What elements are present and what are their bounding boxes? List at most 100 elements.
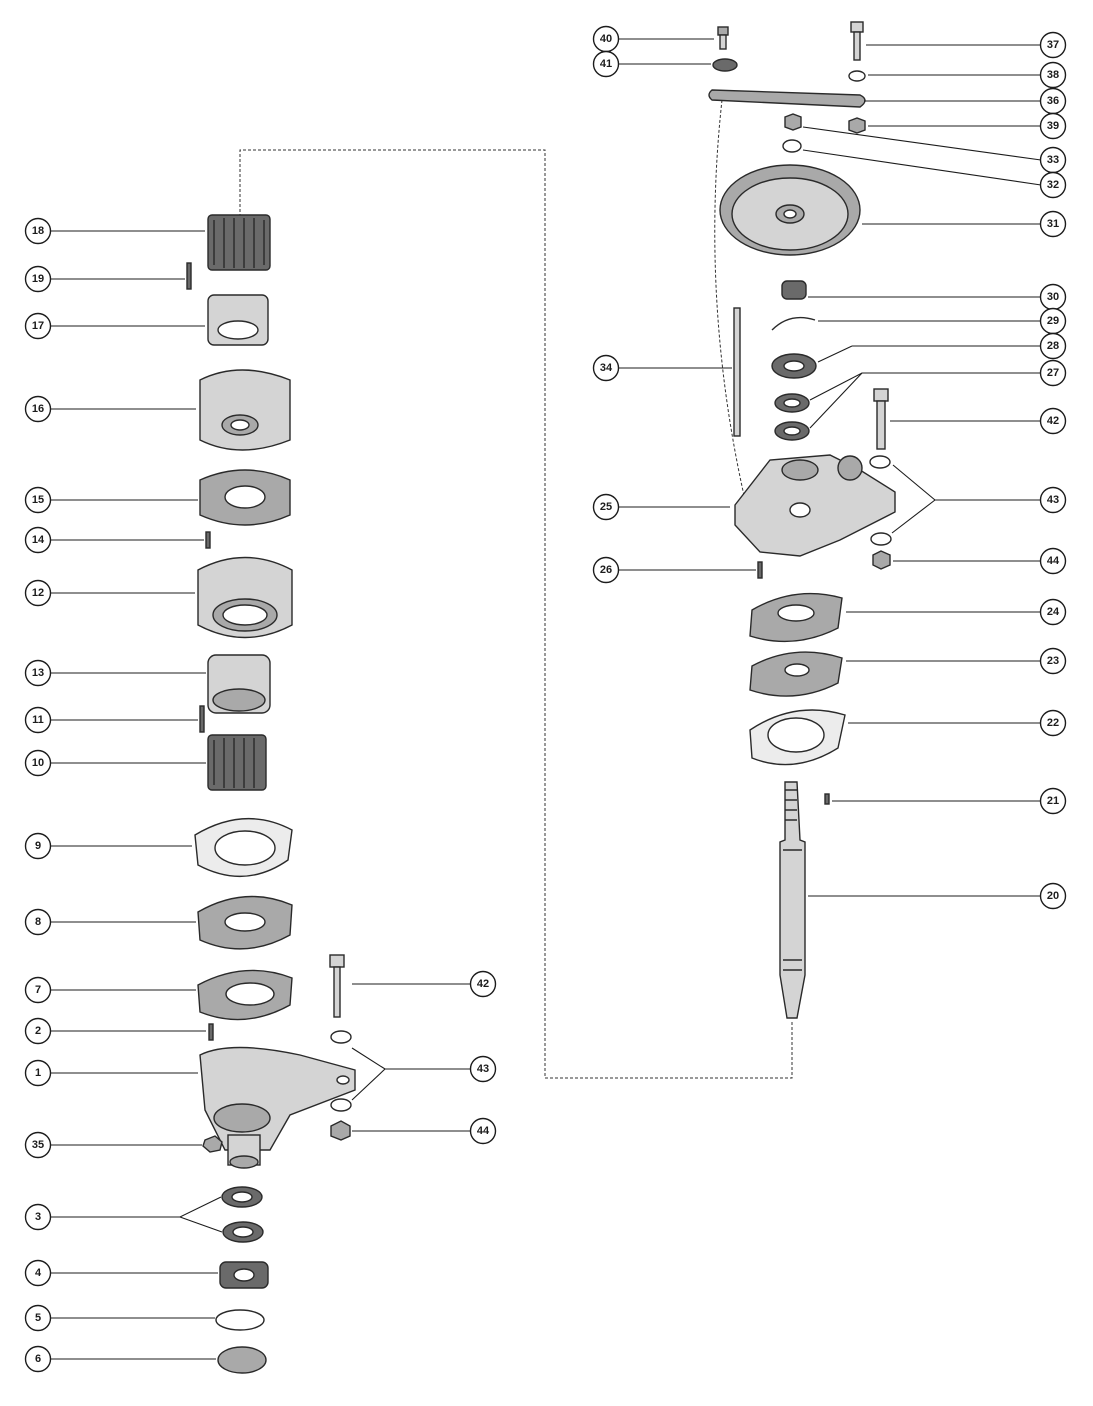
svg-text:7: 7 bbox=[35, 984, 41, 996]
part-gasket-24 bbox=[749, 592, 843, 643]
svg-text:18: 18 bbox=[32, 225, 44, 237]
part-impeller-upper bbox=[207, 214, 271, 271]
callout-7: 7 bbox=[24, 976, 52, 1004]
svg-text:29: 29 bbox=[1047, 315, 1059, 327]
part-pin-19 bbox=[186, 262, 192, 290]
part-washer-43a-right bbox=[869, 455, 891, 469]
callout-36: 36 bbox=[1039, 87, 1067, 115]
callout-41: 41 bbox=[592, 50, 620, 78]
callout-28: 28 bbox=[1039, 332, 1067, 360]
svg-text:43: 43 bbox=[477, 1063, 489, 1075]
svg-text:34: 34 bbox=[600, 362, 613, 374]
svg-text:10: 10 bbox=[32, 757, 44, 769]
part-seal-27a bbox=[774, 393, 810, 413]
part-housing-25 bbox=[734, 454, 896, 557]
part-plate-23 bbox=[749, 651, 843, 697]
svg-text:39: 39 bbox=[1047, 120, 1059, 132]
callout-43-right: 43 bbox=[1039, 486, 1067, 514]
svg-text:35: 35 bbox=[32, 1139, 44, 1151]
svg-text:22: 22 bbox=[1047, 717, 1059, 729]
svg-text:32: 32 bbox=[1047, 179, 1059, 191]
callout-3: 3 bbox=[24, 1203, 52, 1231]
part-pin-11 bbox=[199, 705, 205, 733]
part-liner-13 bbox=[207, 654, 271, 714]
svg-text:16: 16 bbox=[32, 403, 44, 415]
callout-44-right: 44 bbox=[1039, 547, 1067, 575]
callout-15: 15 bbox=[24, 486, 52, 514]
callout-2: 2 bbox=[24, 1017, 52, 1045]
svg-text:19: 19 bbox=[32, 273, 44, 285]
part-gasket-7 bbox=[197, 969, 293, 1021]
svg-text:26: 26 bbox=[600, 564, 612, 576]
svg-text:33: 33 bbox=[1047, 154, 1059, 166]
assembly-route-line-2 bbox=[714, 99, 746, 501]
callout-42-left: 42 bbox=[469, 970, 497, 998]
part-key-21 bbox=[824, 793, 830, 805]
part-body-1 bbox=[199, 1046, 356, 1169]
svg-text:1: 1 bbox=[35, 1067, 41, 1079]
callout-20: 20 bbox=[1039, 882, 1067, 910]
part-nut-35 bbox=[202, 1135, 223, 1153]
part-bearing-3a bbox=[221, 1186, 263, 1208]
svg-text:28: 28 bbox=[1047, 340, 1059, 352]
svg-text:12: 12 bbox=[32, 587, 44, 599]
part-pin-14 bbox=[205, 531, 211, 549]
callout-30: 30 bbox=[1039, 283, 1067, 311]
part-washer-43b-left bbox=[330, 1098, 352, 1112]
svg-text:21: 21 bbox=[1047, 795, 1059, 807]
callout-37: 37 bbox=[1039, 31, 1067, 59]
svg-text:11: 11 bbox=[32, 714, 44, 726]
svg-text:44: 44 bbox=[1047, 555, 1060, 567]
callout-40: 40 bbox=[592, 25, 620, 53]
part-bolt-37 bbox=[850, 21, 864, 61]
part-washer-41 bbox=[712, 58, 738, 72]
callout-6: 6 bbox=[24, 1345, 52, 1373]
callout-32: 32 bbox=[1039, 171, 1067, 199]
part-gasket-9 bbox=[194, 817, 293, 878]
svg-text:44: 44 bbox=[477, 1125, 490, 1137]
part-bolt-42-left bbox=[329, 954, 345, 1018]
callout-1: 1 bbox=[24, 1059, 52, 1087]
callout-16: 16 bbox=[24, 395, 52, 423]
callout-44-left: 44 bbox=[469, 1117, 497, 1145]
part-washer-32 bbox=[782, 139, 802, 153]
svg-text:8: 8 bbox=[35, 916, 41, 928]
callout-34: 34 bbox=[592, 354, 620, 382]
part-rod-34 bbox=[733, 307, 741, 437]
part-gasket-22 bbox=[749, 709, 846, 766]
callout-10: 10 bbox=[24, 749, 52, 777]
svg-text:14: 14 bbox=[32, 534, 45, 546]
callout-21: 21 bbox=[1039, 787, 1067, 815]
part-washer-43a-left bbox=[330, 1030, 352, 1044]
svg-text:3: 3 bbox=[35, 1211, 41, 1223]
callout-11: 11 bbox=[24, 706, 52, 734]
callout-24: 24 bbox=[1039, 598, 1067, 626]
svg-text:17: 17 bbox=[32, 320, 44, 332]
svg-text:30: 30 bbox=[1047, 291, 1059, 303]
part-bearing-4 bbox=[219, 1261, 269, 1289]
callout-42-right: 42 bbox=[1039, 407, 1067, 435]
callout-8: 8 bbox=[24, 908, 52, 936]
part-bracket-36 bbox=[708, 89, 866, 108]
svg-text:4: 4 bbox=[35, 1267, 42, 1279]
svg-text:5: 5 bbox=[35, 1312, 41, 1324]
part-nut-33 bbox=[784, 113, 802, 131]
callout-23: 23 bbox=[1039, 647, 1067, 675]
part-snap-ring-29 bbox=[771, 316, 816, 331]
part-cap-6 bbox=[217, 1346, 267, 1374]
part-housing-12 bbox=[197, 556, 293, 639]
svg-text:31: 31 bbox=[1047, 218, 1059, 230]
callout-18: 18 bbox=[24, 217, 52, 245]
svg-text:36: 36 bbox=[1047, 95, 1059, 107]
part-pulley-31 bbox=[719, 164, 861, 256]
part-seal-27b bbox=[774, 421, 810, 441]
svg-text:9: 9 bbox=[35, 840, 41, 852]
callout-22: 22 bbox=[1039, 709, 1067, 737]
part-washer-43b-right bbox=[870, 532, 892, 546]
svg-text:15: 15 bbox=[32, 494, 44, 506]
part-nut-44-left bbox=[330, 1120, 351, 1141]
svg-text:23: 23 bbox=[1047, 655, 1059, 667]
part-driveshaft-20 bbox=[779, 781, 806, 1019]
svg-text:41: 41 bbox=[600, 58, 612, 70]
callout-31: 31 bbox=[1039, 210, 1067, 238]
